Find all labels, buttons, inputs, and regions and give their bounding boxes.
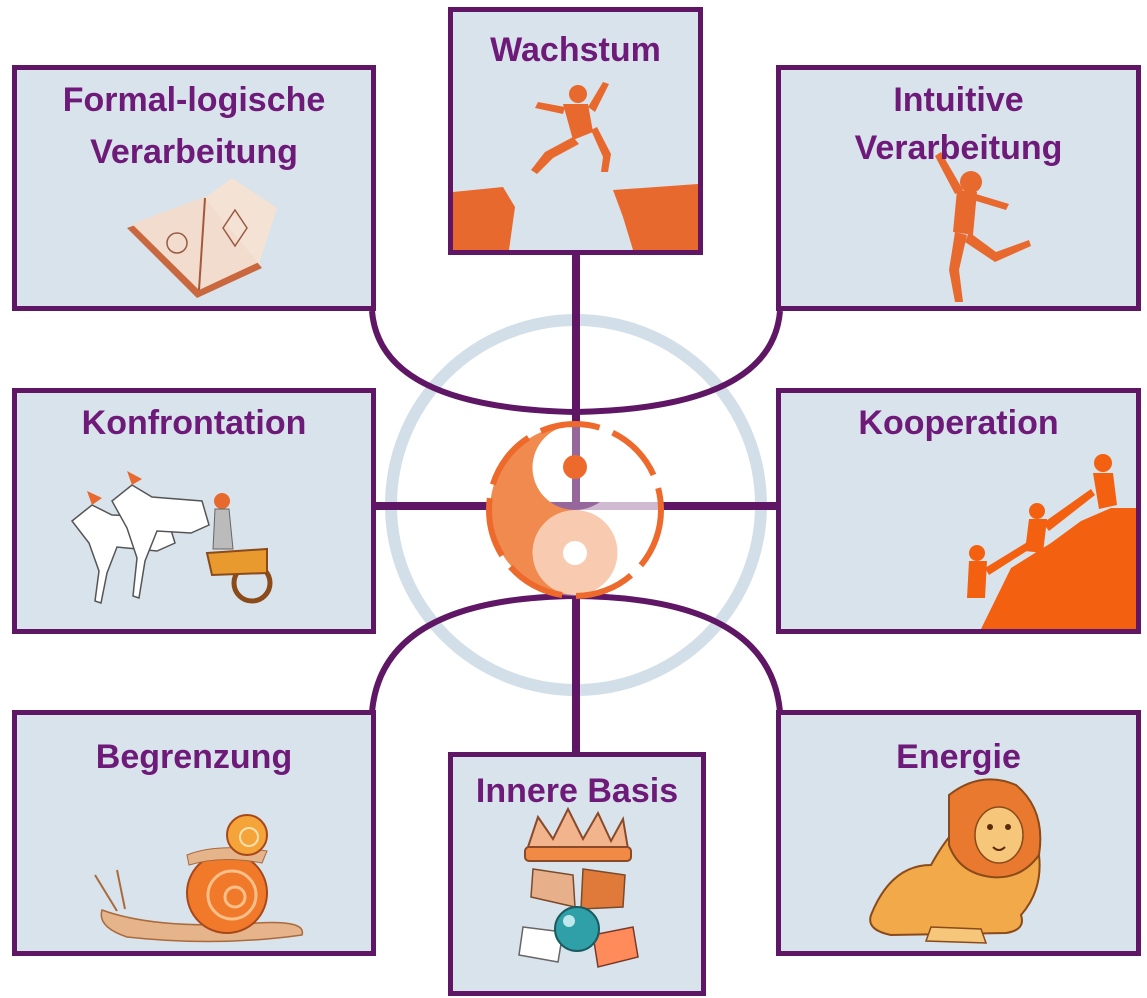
box-title: Innere Basis <box>475 772 679 810</box>
box-formal-logical: Formal-logische Verarbeitung <box>12 65 376 311</box>
leaping-figure-icon <box>453 82 698 250</box>
horse-chariot-icon <box>70 471 273 604</box>
box-title: Wachstum <box>490 31 661 69</box>
box-energy: Energie <box>776 710 1141 956</box>
lion-icon <box>869 778 1042 944</box>
box-inner-base: Innere Basis <box>448 752 706 996</box>
box-title-line2: Verarbeitung <box>90 133 298 171</box>
box-title-line2: Verarbeitung <box>854 129 1063 167</box>
box-title: Kooperation <box>858 404 1059 442</box>
crown-hands-globe-icon <box>518 806 639 968</box>
box-cooperation: Kooperation <box>776 388 1141 634</box>
box-title-line1: Intuitive <box>893 81 1024 119</box>
box-title: Konfrontation <box>81 404 307 442</box>
box-confrontation: Konfrontation <box>12 388 376 634</box>
book-icon <box>127 178 277 298</box>
dancing-figure-icon <box>935 152 1031 302</box>
box-title: Begrenzung <box>95 738 293 776</box>
snail-icon <box>94 814 304 943</box>
climbers-icon <box>967 454 1136 629</box>
box-limitation: Begrenzung <box>12 710 376 956</box>
box-intuitive: Intuitive Verarbeitung <box>776 65 1141 311</box>
box-growth: Wachstum <box>448 7 703 255</box>
yin-yang-icon <box>486 421 664 599</box>
box-title-line1: Formal-logische <box>62 81 326 119</box>
box-title: Energie <box>896 738 1021 776</box>
connector-arc-top <box>369 310 783 416</box>
